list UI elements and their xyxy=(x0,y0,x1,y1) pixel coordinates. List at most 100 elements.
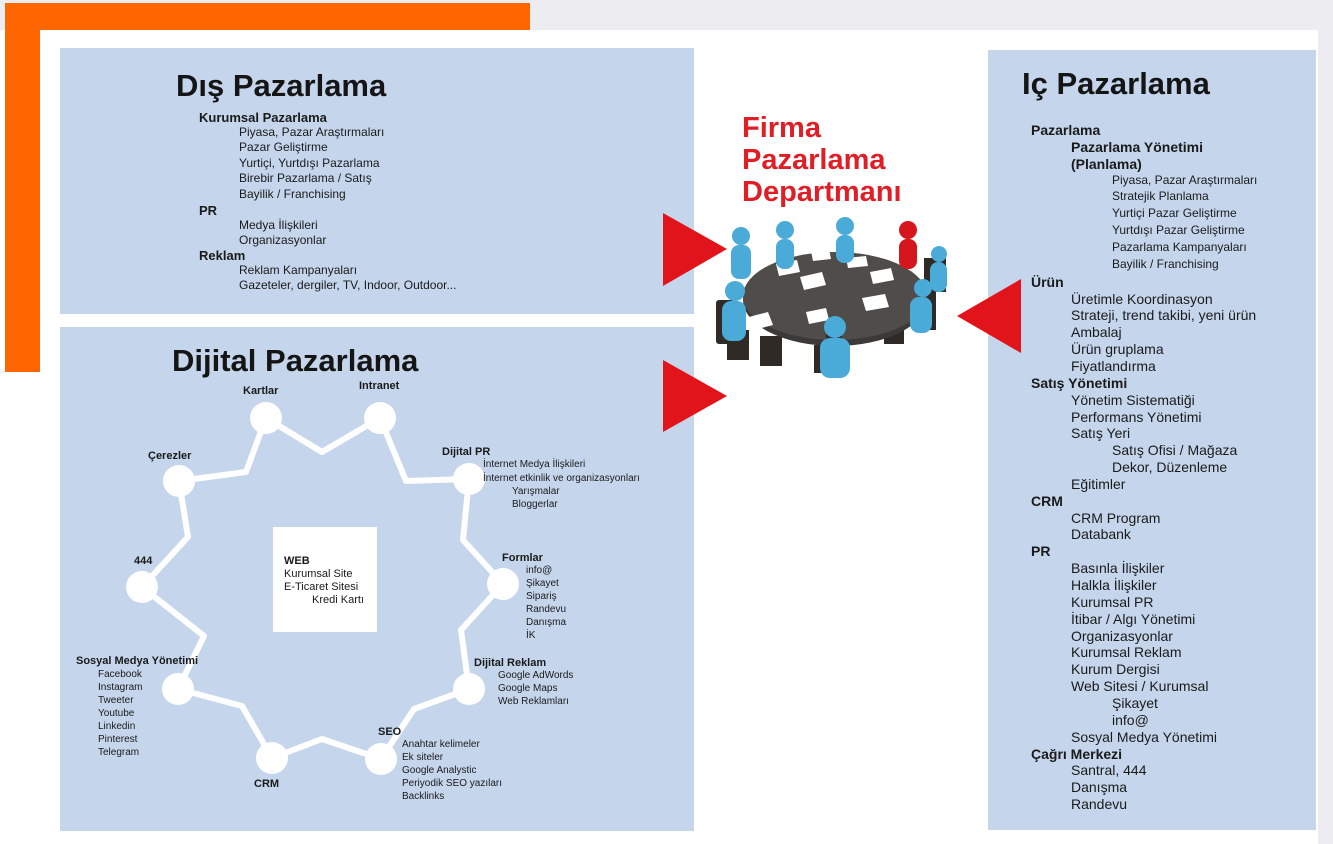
formlar-item: Danışma xyxy=(526,617,567,628)
ic-list-item: Danışma xyxy=(1071,779,1128,796)
orange-accent-horizontal xyxy=(5,3,530,30)
ic-list-item: Halkla İlişkiler xyxy=(1071,577,1157,593)
orange-accent-vertical xyxy=(5,3,40,372)
label-cerezler: Çerezler xyxy=(148,450,192,462)
node-sosyal-medya xyxy=(162,673,194,705)
dijital-reklam-item: Google Maps xyxy=(498,683,558,694)
sosyal-item: Telegram xyxy=(98,747,140,758)
firma-title-line2: Pazarlama xyxy=(742,144,886,176)
dis-item: Pazar Geliştirme xyxy=(239,140,328,154)
ic-list-item: Databank xyxy=(1071,526,1131,543)
dijital-reklam-item: Google AdWords xyxy=(498,670,574,681)
ic-list-item: Web Sitesi / Kurumsal xyxy=(1071,678,1209,695)
dis-heading-pr: PR xyxy=(199,203,218,218)
web-title: WEB xyxy=(284,555,310,567)
ic-list-item: Fiyatlandırma xyxy=(1071,357,1156,374)
label-444: 444 xyxy=(134,555,153,567)
dijital-pazarlama-title: Dijital Pazarlama xyxy=(172,343,419,378)
ic-list-item: Organizasyonlar xyxy=(1071,627,1173,644)
ic-list-item: Ambalaj xyxy=(1071,324,1122,341)
ic-list-item: Basınla İlişkiler xyxy=(1071,560,1165,577)
label-sosyal-medya: Sosyal Medya Yönetimi xyxy=(76,655,199,667)
formlar-item: Şikayet xyxy=(526,578,559,589)
seo-item: Periyodik SEO yazıları xyxy=(402,778,503,789)
ic-pazarlama-panel xyxy=(988,50,1316,830)
dis-pazarlama-panel xyxy=(60,48,694,314)
ic-list-item: Randevu xyxy=(1071,796,1128,812)
ic-list-item: Satış Ofisi / Mağaza xyxy=(1112,442,1238,459)
ic-section-heading: Çağrı Merkezi xyxy=(1031,745,1123,762)
ic-list-item: Üretimle Koordinasyon xyxy=(1071,290,1213,307)
dis-item: Piyasa, Pazar Araştırmaları xyxy=(239,125,385,139)
ic-list-item: info@ xyxy=(1112,711,1149,728)
web-line: Kurumsal Site xyxy=(284,568,353,580)
right-band xyxy=(1318,0,1333,844)
ic-list-item: Pazarlama Yönetimi xyxy=(1071,138,1204,155)
dis-item: Yurtiçi, Yurtdışı Pazarlama xyxy=(239,156,380,170)
node-crm xyxy=(256,742,288,774)
ic-list-item: Kurum Dergisi xyxy=(1071,661,1160,678)
ic-list-item: Bayilik / Franchising xyxy=(1112,256,1219,271)
ic-list-item: Sosyal Medya Yönetimi xyxy=(1071,728,1218,745)
seo-item: Ek siteler xyxy=(402,752,444,763)
label-crm: CRM xyxy=(254,778,280,790)
ic-section-heading: Ürün xyxy=(1031,273,1064,290)
dis-item: Medya İlişkileri xyxy=(239,218,318,232)
label-seo: SEO xyxy=(378,726,402,738)
ic-list-item: Santral, 444 xyxy=(1071,762,1147,779)
node-444 xyxy=(126,571,158,603)
ic-list-item: Eğitimler xyxy=(1071,475,1126,492)
node-kartlar xyxy=(250,402,282,434)
ic-section-heading: CRM xyxy=(1031,492,1063,509)
web-line: E-Ticaret Sitesi xyxy=(284,581,359,593)
sosyal-item: Tweeter xyxy=(98,695,134,706)
label-formlar: Formlar xyxy=(502,552,543,564)
dijital-pr-item: İnternet Medya İlişkileri xyxy=(483,459,586,470)
ic-section-heading: Satış Yönetimi xyxy=(1031,374,1128,391)
seo-item: Anahtar kelimeler xyxy=(402,739,480,750)
node-dijital-pr xyxy=(453,463,485,495)
ic-list-item: Dekor, Düzenleme xyxy=(1112,459,1228,475)
node-seo xyxy=(365,743,397,775)
sosyal-item: Youtube xyxy=(98,708,135,719)
ic-list-item: Satış Yeri xyxy=(1071,425,1131,442)
label-dijital-pr: Dijital PR xyxy=(442,446,491,458)
ic-list-item: Kurumsal PR xyxy=(1071,593,1154,610)
dis-heading-reklam: Reklam xyxy=(199,248,246,263)
ic-list-item: İtibar / Algı Yönetimi xyxy=(1071,610,1196,627)
dijital-pr-item: Yarışmalar xyxy=(512,486,560,497)
ic-pazarlama-title: Iç Pazarlama xyxy=(1022,66,1210,101)
dis-item: Birebir Pazarlama / Satış xyxy=(239,171,372,185)
seo-item: Backlinks xyxy=(402,791,445,802)
label-dijital-reklam: Dijital Reklam xyxy=(474,657,547,669)
formlar-item: İK xyxy=(526,630,536,641)
ic-list-item: Strateji, trend takibi, yeni ürün xyxy=(1071,307,1257,324)
arrow-right-bottom-icon xyxy=(663,360,727,432)
ic-section-heading: PR xyxy=(1031,543,1051,560)
ic-list-item: Yurtiçi Pazar Geliştirme xyxy=(1112,206,1237,221)
ic-section-heading: Pazarlama xyxy=(1031,122,1101,138)
ic-list-item: Yönetim Sistematiği xyxy=(1071,391,1195,408)
ic-list-item: Yurtdışı Pazar Geliştirme xyxy=(1112,223,1245,238)
web-box xyxy=(273,527,377,632)
arrow-right-top-icon xyxy=(663,213,727,286)
meeting-table-illustration xyxy=(716,217,947,378)
ic-list-item: Performans Yönetimi xyxy=(1071,408,1202,425)
ic-list-item: (Planlama) xyxy=(1071,155,1142,172)
dis-item: Reklam Kampanyaları xyxy=(239,263,358,277)
ic-list-item: Pazarlama Kampanyaları xyxy=(1112,240,1247,254)
firma-title-line1: Firma xyxy=(742,112,821,144)
label-kartlar: Kartlar xyxy=(243,385,279,397)
ic-list-item: Kurumsal Reklam xyxy=(1071,644,1182,661)
node-dijital-reklam xyxy=(453,673,485,705)
label-intranet: Intranet xyxy=(359,380,400,392)
node-formlar xyxy=(487,568,519,600)
formlar-item: info@ xyxy=(526,565,553,576)
seo-item: Google Analystic xyxy=(402,765,477,776)
sosyal-item: Pinterest xyxy=(98,734,138,745)
dis-item: Gazeteler, dergiler, TV, Indoor, Outdoor… xyxy=(239,278,457,292)
formlar-item: Sipariş xyxy=(526,591,557,602)
firma-title-line3: Departmanı xyxy=(742,176,902,208)
dijital-pr-item: İnternet etkinlik ve organizasyonları xyxy=(483,473,640,484)
